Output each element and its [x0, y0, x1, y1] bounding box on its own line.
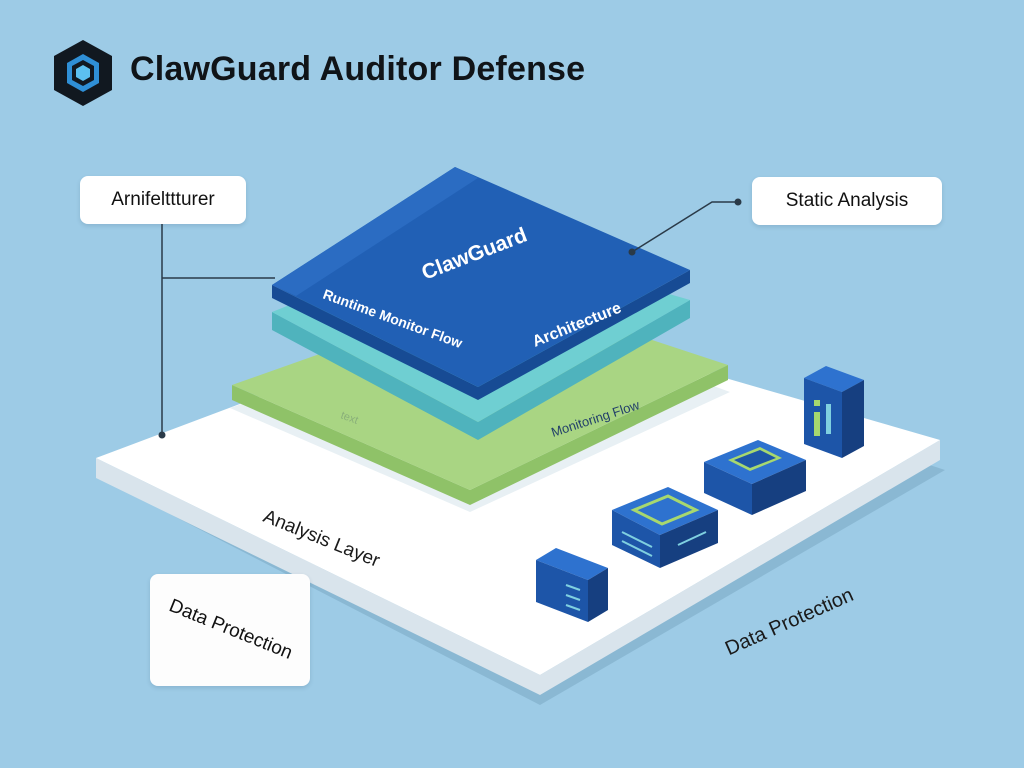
callout-static-analysis: Static Analysis: [752, 177, 942, 225]
green-layer-side: [232, 365, 728, 505]
server-icon: [536, 548, 608, 622]
top-layer-side: [272, 270, 690, 400]
shield-logo-icon: [54, 40, 112, 106]
callout-data-protection-label: Data Protection: [165, 595, 295, 664]
teal-layer-side: [272, 300, 690, 440]
callout-architecture: Arnifelttturer: [80, 176, 246, 224]
callout-architecture-label: Arnifelttturer: [111, 189, 215, 210]
callout-data-protection: Data Protection: [150, 574, 310, 686]
router-icon: [612, 487, 718, 568]
green-layer-faint-text: text: [339, 410, 360, 427]
monitor-icon: [704, 440, 806, 515]
info-tower-icon: [804, 366, 864, 458]
top-layer-highlight: [272, 167, 478, 296]
page-title: ClawGuard Auditor Defense: [130, 50, 586, 88]
callout-static-analysis-label: Static Analysis: [785, 190, 909, 211]
connector-dot: [734, 198, 742, 206]
connector-dot: [158, 431, 166, 439]
connector-static: [631, 201, 738, 253]
connector-dot: [628, 248, 636, 256]
